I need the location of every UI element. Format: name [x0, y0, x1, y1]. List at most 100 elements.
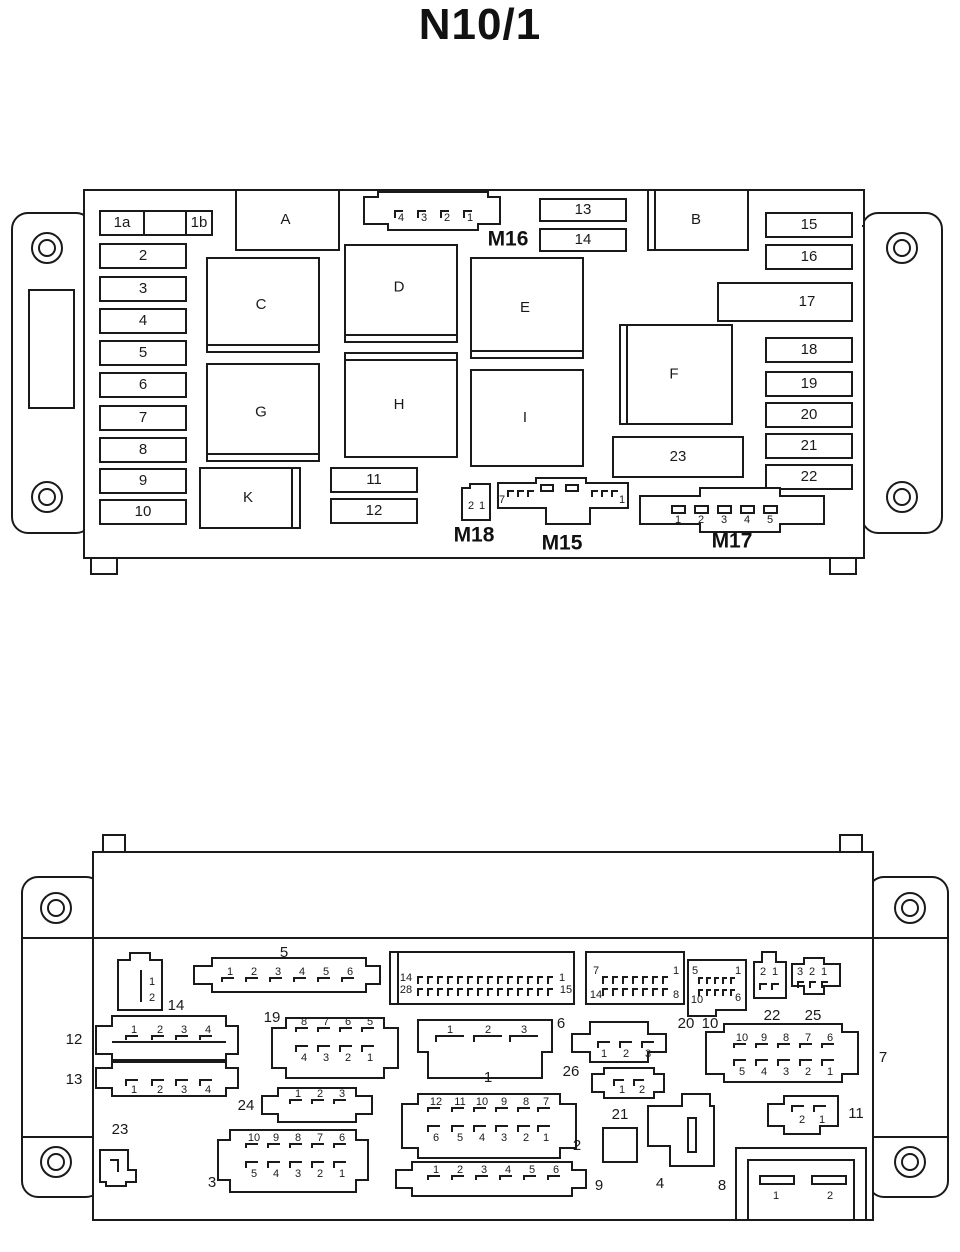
relay-F — [619, 324, 733, 425]
pin-label-7-10: 10 — [736, 1032, 748, 1044]
pin — [632, 988, 638, 996]
fuse-22 — [765, 464, 853, 490]
pin-slot — [763, 505, 778, 514]
pin — [733, 1059, 746, 1066]
pin — [706, 977, 711, 984]
connector-9 — [395, 1161, 587, 1197]
pin — [547, 988, 553, 996]
fuse-11 — [330, 467, 418, 493]
relay-label-A: A — [280, 211, 290, 228]
pin-label-7-3: 3 — [783, 1066, 789, 1078]
connector-8-inner — [747, 1159, 855, 1220]
pin-label-M15-1: 1 — [619, 494, 625, 506]
pin — [437, 988, 443, 996]
pin-label-3-4: 4 — [273, 1168, 279, 1180]
pin-label-19-5: 5 — [367, 1016, 373, 1028]
pin — [125, 1079, 138, 1086]
relay-E — [470, 257, 584, 359]
pin — [317, 977, 330, 982]
pin-label-26-3: 3 — [645, 1048, 651, 1060]
connector-label-4: 4 — [656, 1175, 664, 1192]
pin — [591, 490, 598, 497]
fuse-label-21: 21 — [801, 437, 818, 454]
connector-label-11: 11 — [848, 1105, 864, 1122]
pin — [613, 1079, 644, 1086]
pin — [435, 1035, 464, 1042]
pin-label-10-1: 1 — [735, 965, 741, 977]
connector-2 — [401, 1093, 577, 1159]
pin — [437, 976, 443, 984]
pin-label-M16-1: 1 — [467, 212, 473, 224]
pin-label-6-28: 28 — [400, 984, 412, 996]
pin-label-20-14: 14 — [590, 989, 602, 1001]
connector-label-5: 5 — [280, 944, 288, 961]
pin — [601, 490, 608, 497]
pin-label-10-10: 10 — [691, 994, 703, 1006]
relay-D — [344, 244, 458, 343]
pin — [333, 1143, 346, 1148]
pin — [317, 1045, 330, 1052]
pin — [289, 1143, 302, 1148]
pin-label-19-3: 3 — [323, 1052, 329, 1064]
pin — [662, 988, 668, 996]
connector-4 — [647, 1093, 715, 1167]
pin — [110, 1159, 119, 1172]
fuse-label-18: 18 — [801, 341, 818, 358]
pin — [457, 976, 463, 984]
pin — [547, 976, 553, 984]
pin-label-3-5: 5 — [251, 1168, 257, 1180]
pin — [427, 976, 433, 984]
pin — [440, 210, 449, 218]
fuse-1a-1b — [99, 210, 213, 236]
pin — [451, 1125, 464, 1132]
pin — [394, 210, 403, 218]
pin — [537, 1107, 550, 1112]
pin-label-7-5: 5 — [739, 1066, 745, 1078]
pin-label-2-7: 7 — [543, 1096, 549, 1108]
pin-label-5-3: 3 — [275, 966, 281, 978]
fuse-label-11: 11 — [366, 471, 382, 488]
connector-M18 — [461, 483, 491, 521]
connector-5 — [193, 957, 381, 993]
pin — [537, 1125, 550, 1132]
pin-label-10-6: 6 — [735, 992, 741, 1004]
pin-label-2-5: 5 — [457, 1132, 463, 1144]
pin-label-12-4: 4 — [205, 1024, 211, 1036]
pin-label-2-6: 6 — [433, 1132, 439, 1144]
pin-label-19-7: 7 — [323, 1016, 329, 1028]
fuse-2 — [99, 243, 187, 269]
pin-label-26-1: 1 — [601, 1048, 607, 1060]
relay-B — [647, 189, 749, 251]
connector-label-14: 14 — [168, 997, 185, 1014]
pin-label-3-2: 2 — [317, 1168, 323, 1180]
pin — [333, 1161, 346, 1168]
pin — [317, 1027, 330, 1032]
pin — [221, 977, 234, 982]
connector-M15 — [497, 477, 629, 525]
fuse-label-12: 12 — [366, 502, 383, 519]
pin-label-3-6: 6 — [339, 1132, 345, 1144]
fuse-label-23: 23 — [670, 448, 687, 465]
pin-label-2-3: 3 — [501, 1132, 507, 1144]
pin — [507, 490, 514, 497]
fuse-13 — [539, 198, 627, 222]
connector-label-M17: M17 — [712, 530, 753, 553]
pin — [417, 210, 426, 218]
connector-7 — [705, 1023, 859, 1083]
pin — [722, 989, 727, 996]
pin — [199, 1079, 212, 1086]
connector-13 — [95, 1059, 239, 1097]
pin-label-22-2: 2 — [760, 966, 766, 978]
connector-label-26: 26 — [563, 1063, 580, 1080]
pin-label-26-2: 2 — [623, 1048, 629, 1060]
fuse-label-15: 15 — [801, 216, 818, 233]
fuse-8 — [99, 437, 187, 463]
pin-label-25-1: 1 — [821, 966, 827, 978]
pin-label-19-6: 6 — [345, 1016, 351, 1028]
pin — [602, 976, 608, 984]
pin-label-M16-3: 3 — [421, 212, 427, 224]
pin-slot — [540, 484, 554, 492]
fuse-21 — [765, 433, 853, 459]
relay-label-F: F — [669, 365, 678, 382]
pin-label-7-1: 1 — [827, 1066, 833, 1078]
